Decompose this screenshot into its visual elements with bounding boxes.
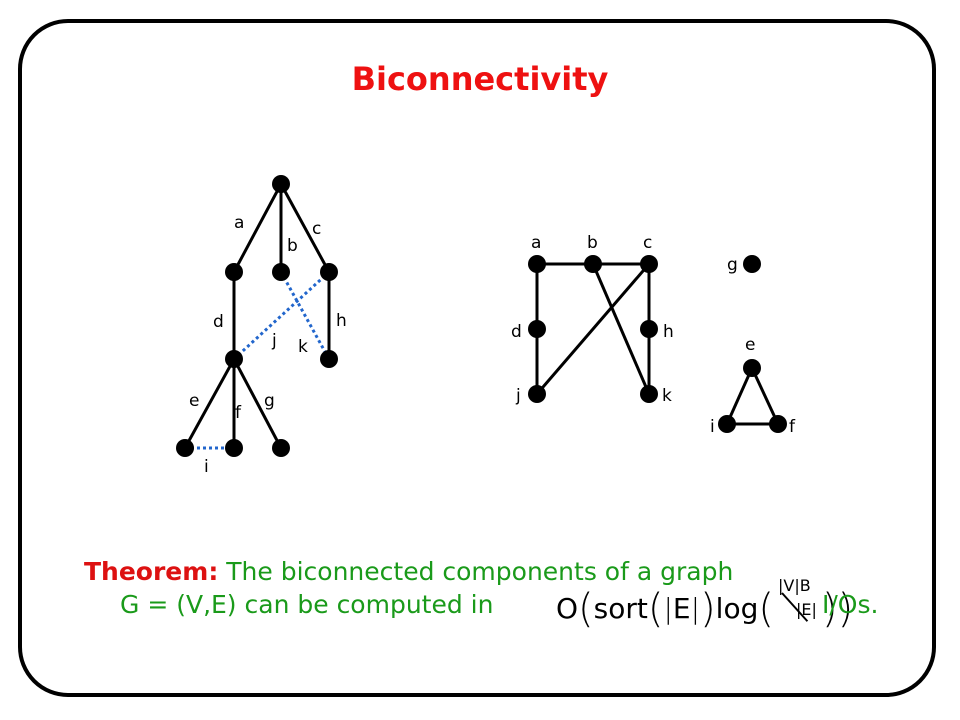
tree-node <box>176 439 194 457</box>
node-label-k: k <box>662 386 672 406</box>
node-label-b: b <box>587 233 598 253</box>
formula-big-o: O <box>556 592 579 625</box>
back-edge-j <box>232 270 331 361</box>
bc-edge <box>725 367 754 425</box>
formula-E2: E <box>801 600 812 619</box>
theorem-line-1: Theorem: The biconnected components of a… <box>84 552 733 592</box>
edge-label-b: b <box>287 236 298 256</box>
edge-label-i: i <box>204 457 209 477</box>
bc-node-e <box>743 359 761 377</box>
bc-edge <box>750 367 780 425</box>
tree-node <box>225 350 243 368</box>
bc-edge <box>591 263 651 395</box>
tree-edge-e <box>183 358 236 449</box>
edge-label-e: e <box>189 391 199 411</box>
formula-fraction: |V|B|E| <box>774 576 822 624</box>
node-label-g: g <box>727 255 738 275</box>
edge-label-d: d <box>213 312 224 332</box>
edge-label-h: h <box>336 311 347 331</box>
edge-label-j: j <box>271 331 277 351</box>
theorem-text-1: The biconnected components of a graph <box>226 557 734 586</box>
node-label-a: a <box>531 233 541 253</box>
edge-label-c: c <box>312 219 321 239</box>
formula-E: E <box>672 592 691 625</box>
bc-node-c <box>640 255 658 273</box>
theorem-line-2: G = (V,E) can be computed in <box>120 590 494 619</box>
bc-node-i <box>718 415 736 433</box>
edge-label-g: g <box>264 391 275 411</box>
formula-V: V <box>783 576 795 595</box>
tree-node <box>225 439 243 457</box>
bc-node-h <box>640 320 658 338</box>
node-label-c: c <box>643 233 652 253</box>
node-label-h: h <box>663 322 674 342</box>
bc-node-b <box>584 255 602 273</box>
tree-node <box>272 263 290 281</box>
formula-log: log <box>715 592 759 625</box>
bc-node-a <box>528 255 546 273</box>
edge-label-k: k <box>298 337 308 357</box>
slide-frame <box>18 19 936 697</box>
tree-node <box>272 439 290 457</box>
slide-title: Biconnectivity <box>351 60 609 98</box>
node-label-d: d <box>511 322 522 342</box>
tree-node <box>320 350 338 368</box>
bc-node-f <box>769 415 787 433</box>
node-label-f: f <box>789 417 796 437</box>
back-edge-k <box>279 271 331 360</box>
tree-edge-a <box>232 183 283 273</box>
complexity-formula: O(sort(|E|)log(|V|B|E|)) <box>556 576 854 632</box>
node-label-e: e <box>745 335 755 355</box>
bc-edge <box>535 263 651 395</box>
node-label-j: j <box>515 386 521 406</box>
theorem-suffix: I/Os. <box>822 590 879 619</box>
formula-B: B <box>799 576 811 595</box>
formula-sort: sort <box>593 592 648 625</box>
tree-node <box>320 263 338 281</box>
node-label-i: i <box>710 417 715 437</box>
left-graph: a b c d h j k e f g i <box>176 175 347 477</box>
tree-edge-c <box>279 183 331 273</box>
theorem-head: Theorem: <box>84 557 219 586</box>
bc-node-j <box>528 385 546 403</box>
tree-node <box>225 263 243 281</box>
tree-node <box>272 175 290 193</box>
edge-label-a: a <box>234 213 244 233</box>
bc-node-g <box>743 255 761 273</box>
bc-node-k <box>640 385 658 403</box>
tree-edge-g <box>232 358 283 449</box>
edge-label-f: f <box>235 403 242 423</box>
right-graph: a b c d h j k g e i f <box>511 233 796 437</box>
bc-node-d <box>528 320 546 338</box>
